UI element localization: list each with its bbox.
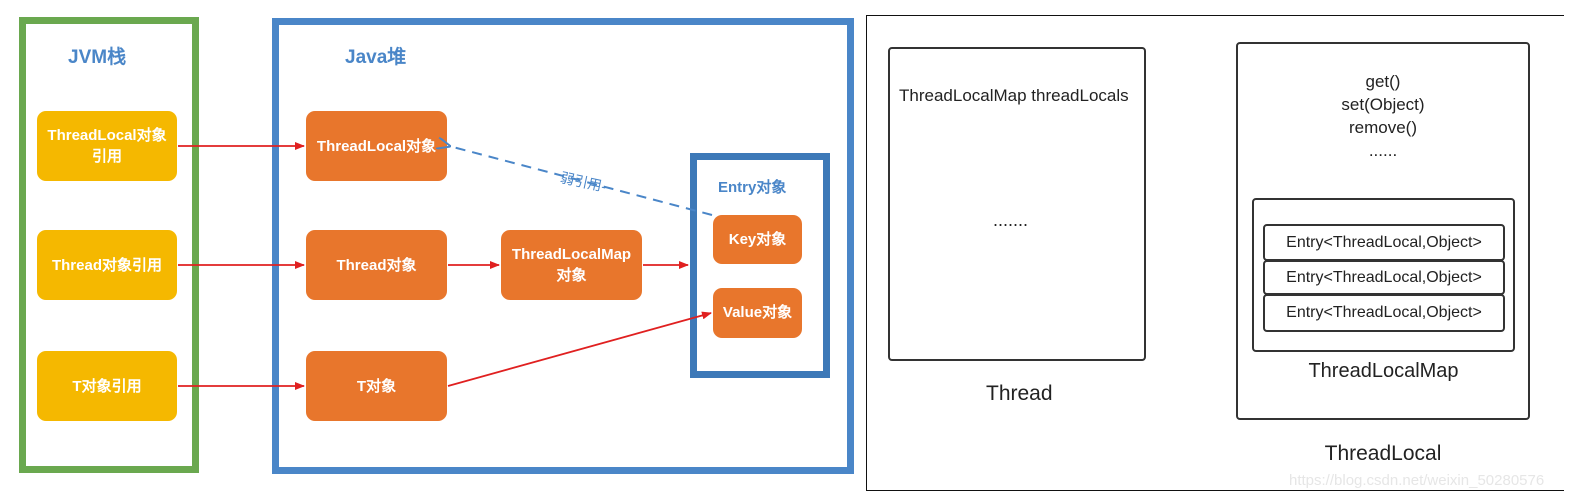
java-heap-frame	[272, 18, 854, 474]
method-get: get()	[1365, 72, 1401, 91]
entry-row: Entry<ThreadLocal,Object>	[1263, 294, 1505, 332]
java-heap-title: Java堆	[345, 47, 407, 68]
key-object-box: Key对象	[713, 215, 802, 264]
t-reference-label: T对象引用	[72, 377, 142, 395]
threadlocalmap-object-label: ThreadLocalMap对象	[511, 246, 632, 284]
entry-object-title: Entry对象	[718, 179, 787, 196]
method-remove: remove()	[1348, 118, 1417, 137]
watermark-text: https://blog.csdn.net/weixin_50280576	[1289, 472, 1545, 489]
threadlocal-label: ThreadLocal	[1324, 442, 1442, 465]
entry-row-label: Entry<ThreadLocal,Object>	[1286, 268, 1482, 286]
threadlocal-reference-box: ThreadLocal对象引用	[37, 111, 177, 181]
arrow-weak-reference	[449, 146, 713, 216]
threadlocal-object-box: ThreadLocal对象	[306, 111, 447, 181]
arrow-t-to-value	[447, 311, 712, 387]
thread-label: Thread	[986, 382, 1053, 405]
thread-object-box: Thread对象	[306, 230, 447, 300]
thread-ellipsis: .......	[993, 210, 1029, 230]
threadlocal-object-label: ThreadLocal对象	[316, 137, 437, 155]
threadlocalmap-label: ThreadLocalMap	[1308, 360, 1459, 382]
t-reference-box: T对象引用	[37, 351, 177, 421]
jvm-stack-title: JVM栈	[68, 47, 127, 68]
method-set: set(Object)	[1341, 95, 1425, 114]
method-ellipsis: ......	[1368, 141, 1398, 160]
value-object-label: Value对象	[722, 304, 793, 321]
threadlocal-methods: get() set(Object) remove() ......	[1236, 70, 1530, 162]
thread-reference-box: Thread对象引用	[37, 230, 177, 300]
entry-object-frame	[690, 153, 830, 378]
entry-row-label: Entry<ThreadLocal,Object>	[1286, 304, 1482, 321]
threadlocal-reference-label: ThreadLocal对象引用	[47, 127, 167, 165]
t-object-box: T对象	[306, 351, 447, 421]
thread-class-box	[888, 47, 1146, 361]
t-object-label: T对象	[356, 377, 397, 395]
threadlocalmap-object-box: ThreadLocalMap对象	[501, 230, 642, 300]
thread-reference-label: Thread对象引用	[51, 256, 162, 274]
thread-object-label: Thread对象	[336, 256, 417, 274]
entry-row-label: Entry<ThreadLocal,Object>	[1286, 233, 1482, 251]
jvm-stack-frame	[19, 17, 199, 473]
entry-row: Entry<ThreadLocal,Object>	[1263, 260, 1505, 295]
threadlocals-field: ThreadLocalMap threadLocals	[899, 86, 1129, 105]
entry-row: Entry<ThreadLocal,Object>	[1263, 224, 1505, 261]
value-object-box: Value对象	[713, 288, 802, 338]
key-object-label: Key对象	[728, 231, 787, 248]
